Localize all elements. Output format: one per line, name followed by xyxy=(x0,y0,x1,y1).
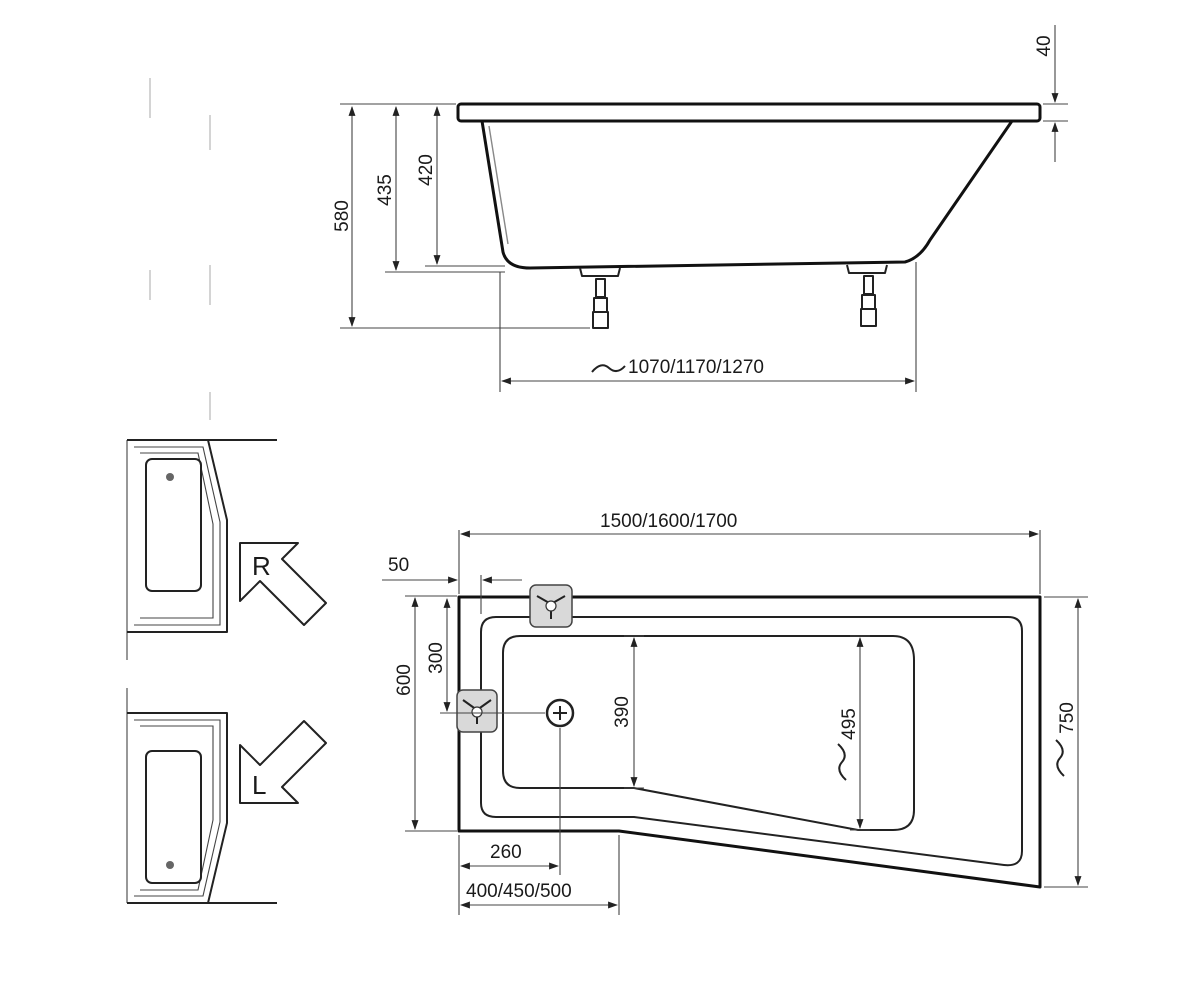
plan-view: 1500/1600/1700 50 600 300 390 495 750 26… xyxy=(382,511,1088,915)
orientation-right-thumbnail xyxy=(126,439,277,660)
dim-short-width: 600 xyxy=(394,664,415,696)
approx-tilde-icon xyxy=(1055,739,1065,777)
tub-body xyxy=(480,120,1014,270)
fitting-side-icon xyxy=(456,689,498,733)
tub-outline xyxy=(457,595,1042,889)
dim-total-width: 750 xyxy=(1057,702,1078,734)
dim-height-435: 435 xyxy=(375,174,396,206)
dim-length: 1500/1600/1700 xyxy=(600,511,737,532)
dim-corner: 50 xyxy=(388,555,409,576)
dim-narrow-end: 400/450/500 xyxy=(466,881,572,902)
dim-drain-from-end: 260 xyxy=(490,842,522,863)
dim-height-420: 420 xyxy=(416,154,437,186)
orientation-left-thumbnail xyxy=(126,688,277,904)
approx-tilde-icon xyxy=(837,743,847,781)
fitting-top-icon xyxy=(529,584,573,628)
dim-drain-offset: 300 xyxy=(426,642,447,674)
tub-foot-right xyxy=(846,264,888,327)
dim-rim-thickness: 40 xyxy=(1034,35,1055,56)
tub-rim xyxy=(456,102,1042,123)
tub-foot-left xyxy=(579,267,621,329)
approx-tilde-icon xyxy=(591,364,626,373)
right-orientation-arrow: R xyxy=(239,542,327,626)
dim-base-length: 1070/1170/1270 xyxy=(628,357,764,378)
right-orientation-label: R xyxy=(252,551,271,581)
drain-icon xyxy=(545,698,575,728)
left-orientation-label: L xyxy=(252,770,266,800)
left-orientation-arrow: L xyxy=(239,720,327,804)
dim-inner-495: 495 xyxy=(839,708,860,740)
dim-inner-390: 390 xyxy=(612,696,633,728)
side-view: 580 435 420 40 1070/1170/1270 xyxy=(332,25,1068,392)
dim-overall-height: 580 xyxy=(332,200,353,232)
